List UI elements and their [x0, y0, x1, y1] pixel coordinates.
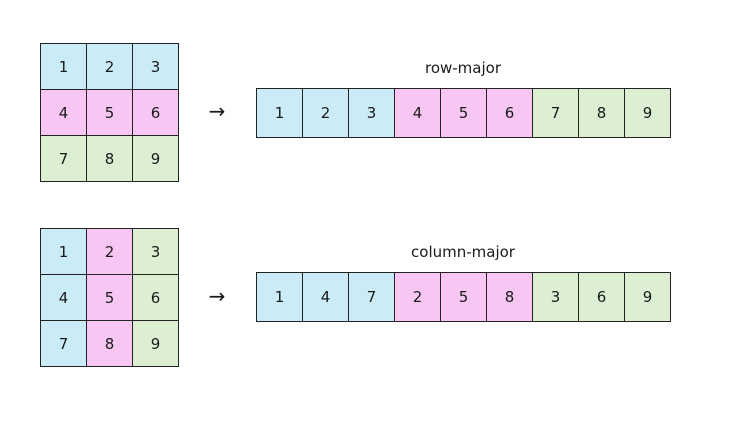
- column-major-matrix-cell: 1: [41, 229, 87, 275]
- row-major-matrix-cell: 8: [87, 136, 133, 182]
- column-major-matrix-cell: 7: [41, 321, 87, 367]
- row-major-label: row-major: [424, 59, 501, 77]
- column-major-array-cell: 1: [257, 273, 303, 322]
- row-major-matrix-cell: 2: [87, 44, 133, 90]
- row-major-array-cell: 1: [257, 89, 303, 138]
- column-major-matrix-cell: 6: [133, 275, 179, 321]
- column-major-matrix-cell: 2: [87, 229, 133, 275]
- row-major-matrix-cell: 5: [87, 90, 133, 136]
- column-major-array-cell: 2: [395, 273, 441, 322]
- row-major-matrix-cell: 4: [41, 90, 87, 136]
- column-major-label: column-major: [411, 243, 515, 261]
- column-major-matrix-cell: 3: [133, 229, 179, 275]
- column-major-array-cell: 5: [441, 273, 487, 322]
- row-major-array-cell: 6: [487, 89, 533, 138]
- column-major-matrix-cell: 4: [41, 275, 87, 321]
- column-major-array-cell: 3: [533, 273, 579, 322]
- column-major-array-cell: 9: [625, 273, 671, 322]
- row-major-array-cell: 8: [579, 89, 625, 138]
- row-major-array-cell: 7: [533, 89, 579, 138]
- row-major-array-cell: 5: [441, 89, 487, 138]
- row-major-matrix-cell: 1: [41, 44, 87, 90]
- row-major-arrow: →: [208, 99, 226, 123]
- column-major-matrix-cell: 5: [87, 275, 133, 321]
- row-major-matrix-cell: 9: [133, 136, 179, 182]
- row-major-array-cell: 4: [395, 89, 441, 138]
- column-major-matrix-cell: 9: [133, 321, 179, 367]
- row-major-matrix-cell: 3: [133, 44, 179, 90]
- row-major-array-cell: 9: [625, 89, 671, 138]
- column-major-array-cell: 8: [487, 273, 533, 322]
- column-major-array-cell: 7: [349, 273, 395, 322]
- column-major-matrix-cell: 8: [87, 321, 133, 367]
- column-major-arrow: →: [208, 284, 226, 308]
- column-major-array-cell: 4: [303, 273, 349, 322]
- column-major-array-cell: 6: [579, 273, 625, 322]
- row-major-array-cell: 2: [303, 89, 349, 138]
- row-major-array-cell: 3: [349, 89, 395, 138]
- row-major-matrix-cell: 6: [133, 90, 179, 136]
- row-major-matrix-cell: 7: [41, 136, 87, 182]
